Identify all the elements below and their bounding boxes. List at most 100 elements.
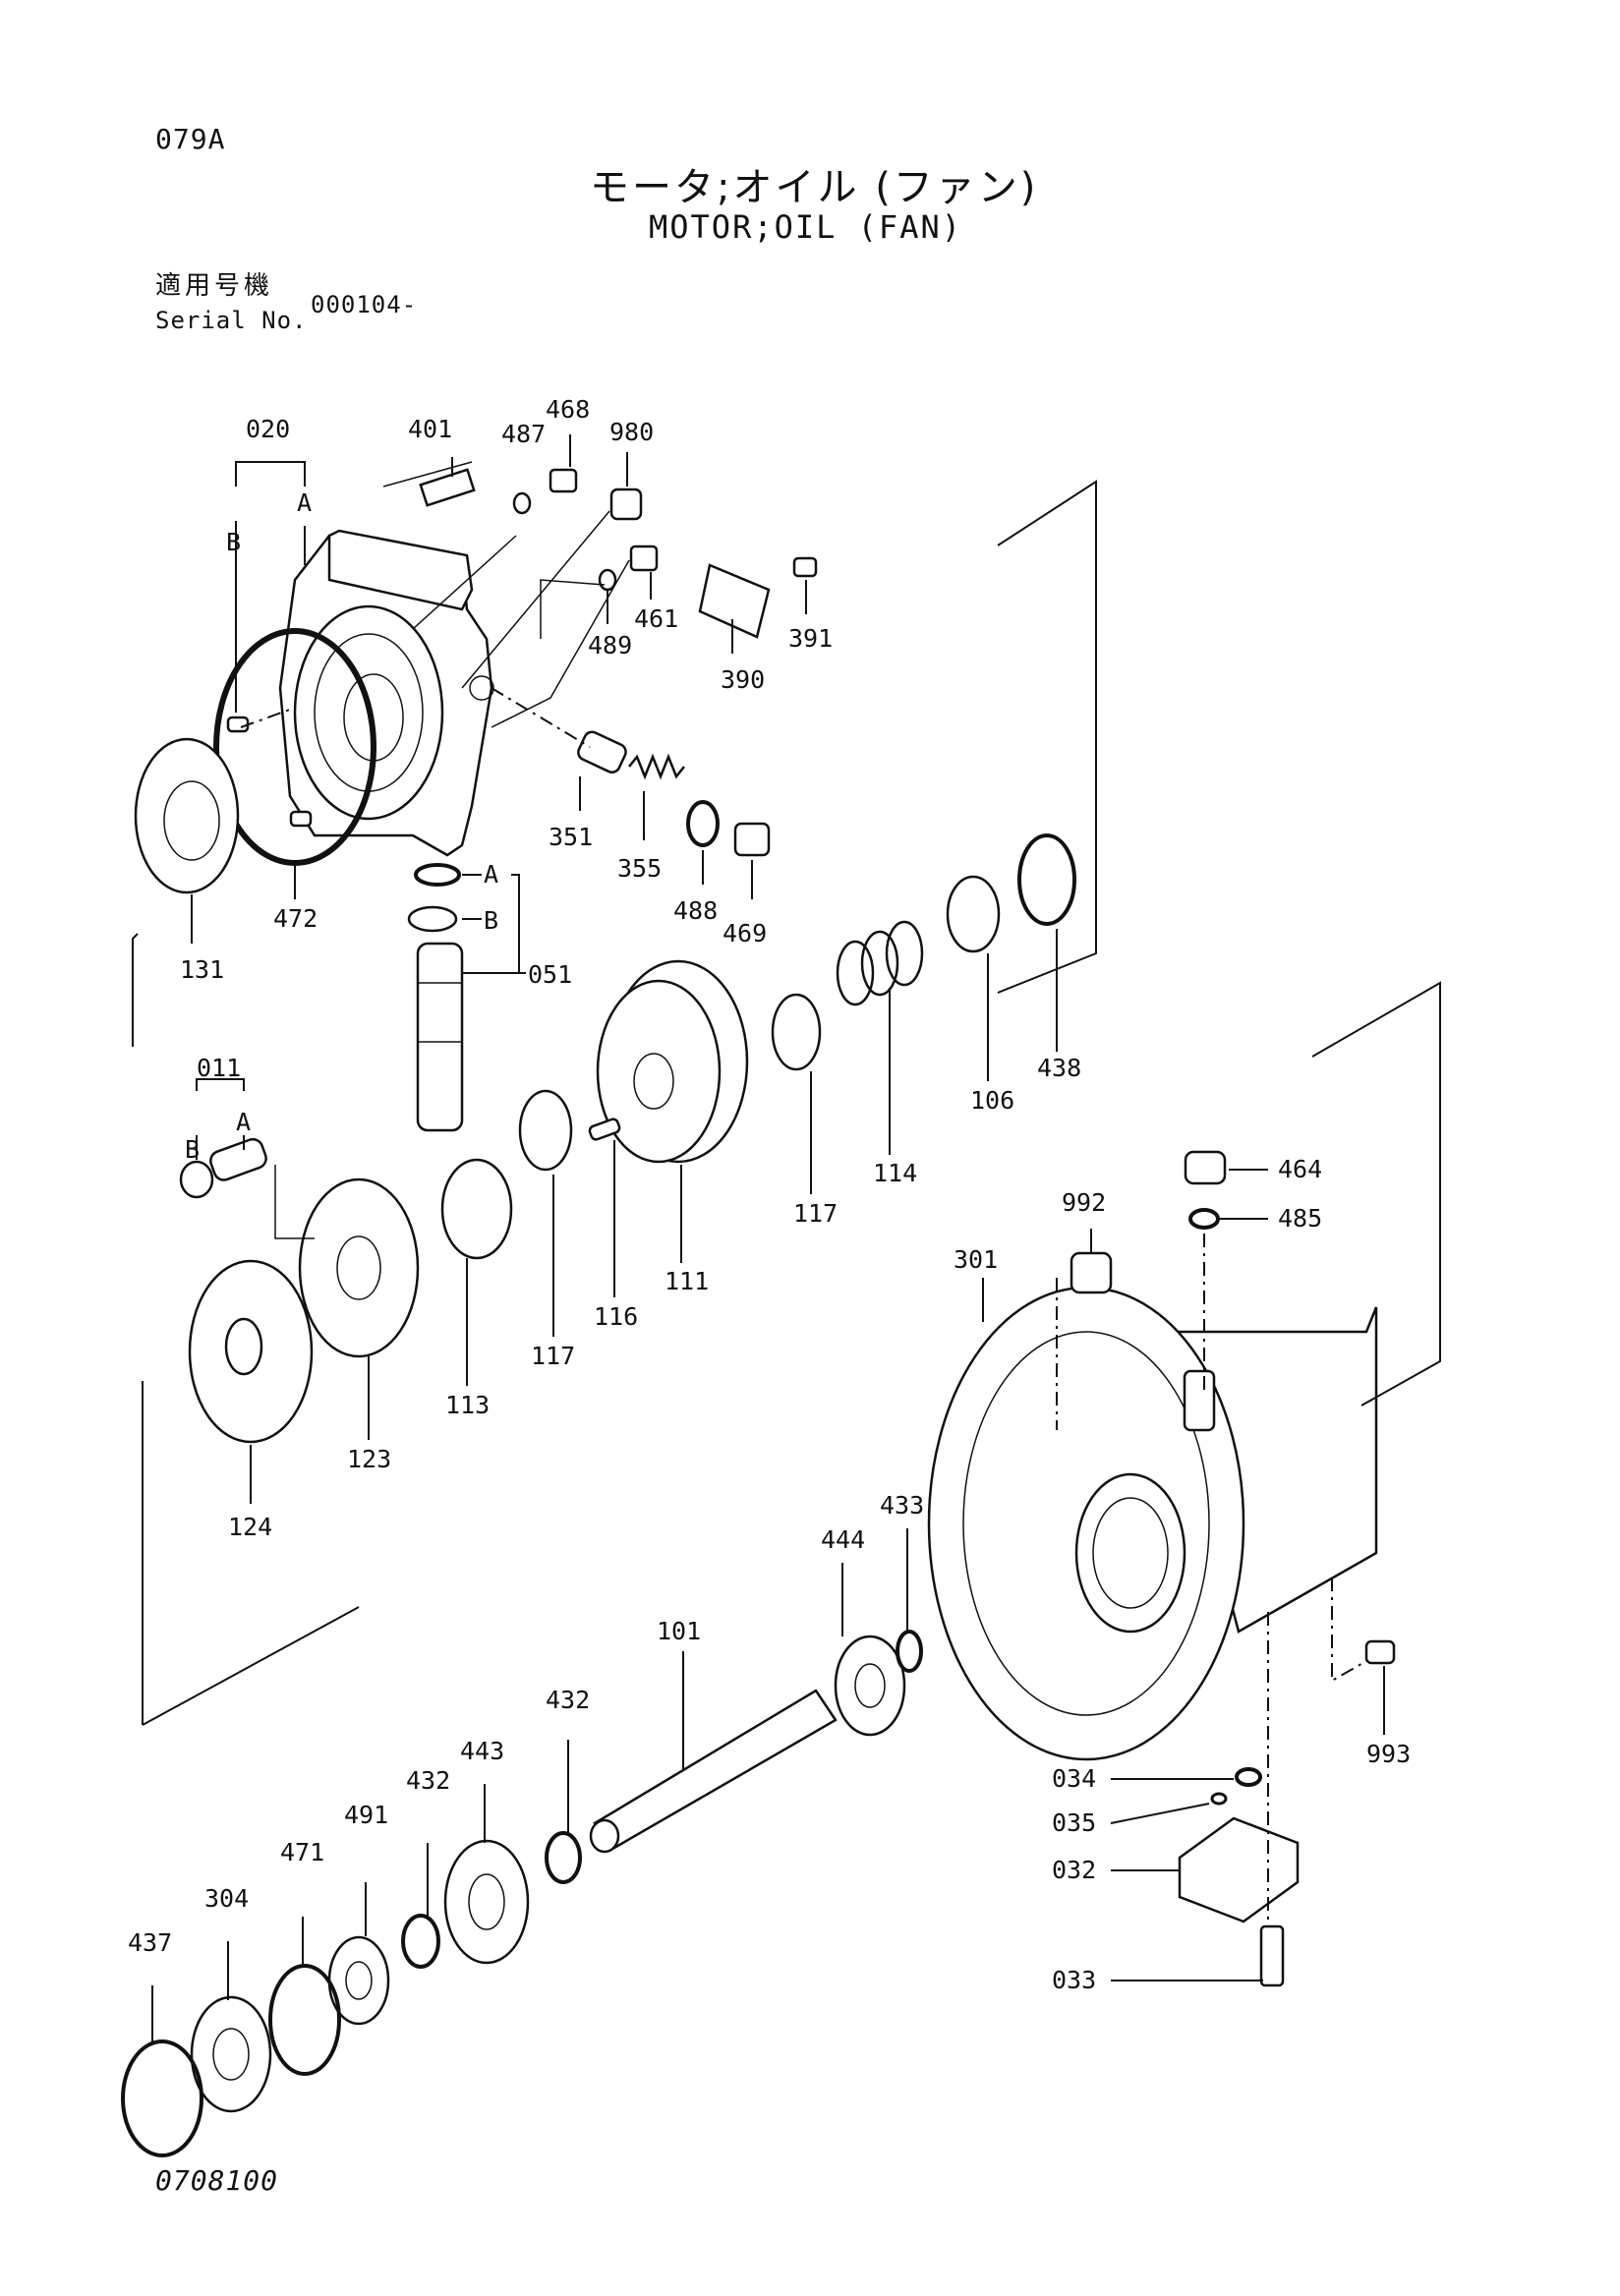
plug-993[interactable] [1364, 1639, 1396, 1665]
spline-113[interactable] [440, 1158, 513, 1260]
spool-351[interactable] [576, 729, 628, 775]
o-ring-034[interactable] [1235, 1767, 1262, 1787]
plug-468[interactable] [549, 468, 578, 493]
callout-993: 993 [1366, 1740, 1411, 1768]
shaft-101[interactable] [589, 1689, 838, 1854]
callout-401: 401 [408, 415, 452, 443]
drawing-code: 0708100 [155, 2164, 279, 2197]
bolt-033[interactable] [1259, 1924, 1285, 1987]
callout-980: 980 [609, 418, 654, 446]
plug-992[interactable] [1070, 1251, 1113, 1294]
bolt-401[interactable] [419, 468, 476, 507]
callout-A-051: A [484, 860, 498, 889]
callout-A-020: A [297, 488, 312, 517]
callout-113: 113 [445, 1391, 490, 1419]
page-code: 079A [155, 123, 226, 155]
callout-B-020: B [226, 528, 241, 556]
o-ring-489[interactable] [598, 568, 617, 592]
callout-468: 468 [546, 395, 590, 424]
callout-B-051: B [484, 906, 498, 935]
serial-label-english: Serial No. [155, 307, 308, 334]
plug-461[interactable] [629, 545, 659, 572]
callout-472: 472 [273, 904, 318, 933]
snap-ring-437[interactable] [121, 2039, 203, 2157]
bearing-444[interactable] [834, 1635, 906, 1737]
seal-491[interactable] [327, 1935, 390, 2026]
callout-B-011: B [185, 1135, 200, 1164]
o-ring-051A[interactable] [414, 863, 461, 887]
callout-432b: 432 [406, 1766, 450, 1795]
callout-051: 051 [528, 960, 572, 989]
o-ring-035[interactable] [1210, 1792, 1228, 1806]
plug-469[interactable] [733, 822, 771, 857]
plate-390[interactable] [698, 563, 771, 639]
shim-106[interactable] [946, 875, 1001, 953]
callout-020: 020 [246, 415, 290, 443]
snap-ring-433[interactable] [896, 1630, 923, 1673]
bearing-443[interactable] [443, 1839, 530, 1965]
motor-casing-301[interactable] [927, 1286, 1378, 1761]
shim-117b[interactable] [518, 1089, 573, 1172]
spring-plate-111[interactable] [596, 959, 749, 1164]
snap-ring-438[interactable] [1017, 833, 1076, 926]
title-japanese: モータ;オイル (ファン) [590, 165, 1039, 210]
callout-351: 351 [549, 823, 593, 851]
screw-391[interactable] [792, 556, 818, 578]
callout-485: 485 [1278, 1204, 1322, 1233]
snap-ring-432a[interactable] [545, 1831, 582, 1884]
valve-plate-131[interactable] [134, 737, 240, 894]
serial-label-japanese: 適用号機 [155, 271, 274, 301]
callout-131: 131 [180, 955, 224, 984]
callout-489: 489 [588, 631, 632, 660]
callout-443: 443 [460, 1737, 504, 1765]
piston-011[interactable] [179, 1136, 268, 1199]
callout-124: 124 [228, 1513, 272, 1541]
washer-051B[interactable] [407, 905, 458, 933]
pins-A-B[interactable] [226, 716, 313, 828]
spring-114[interactable] [836, 920, 924, 1006]
callout-469: 469 [723, 919, 767, 947]
callout-304: 304 [204, 1884, 249, 1913]
callout-106: 106 [970, 1086, 1014, 1115]
o-ring-471[interactable] [268, 1964, 341, 2076]
o-ring-485[interactable] [1188, 1208, 1220, 1230]
o-ring-488[interactable] [686, 800, 720, 847]
callout-355: 355 [617, 854, 662, 883]
callout-992: 992 [1062, 1188, 1106, 1217]
o-ring-472[interactable] [213, 628, 376, 866]
o-ring-487[interactable] [512, 491, 532, 515]
callout-035: 035 [1052, 1808, 1096, 1837]
callout-438: 438 [1037, 1054, 1081, 1082]
callout-461: 461 [634, 604, 678, 633]
callout-301: 301 [954, 1245, 998, 1274]
snap-ring-432b[interactable] [401, 1914, 440, 1969]
block-032[interactable] [1178, 1816, 1300, 1923]
callout-432a: 432 [546, 1686, 590, 1714]
spring-355[interactable] [628, 753, 685, 780]
callout-471: 471 [280, 1838, 324, 1866]
pin-116[interactable] [588, 1118, 621, 1141]
swash-plate-124[interactable] [188, 1259, 314, 1444]
leader-lines [151, 434, 1385, 2044]
serial-number-value: 000104- [311, 291, 418, 318]
retainer-plate-123[interactable] [298, 1177, 420, 1358]
valve-housing-020[interactable] [278, 529, 494, 857]
callout-444: 444 [821, 1525, 865, 1554]
plug-464[interactable] [1184, 1150, 1227, 1185]
callout-487: 487 [501, 420, 546, 448]
cover-304[interactable] [190, 1995, 272, 2113]
callout-123: 123 [347, 1445, 391, 1473]
shaft-051[interactable] [416, 942, 464, 1132]
callout-114: 114 [873, 1159, 917, 1187]
callout-433: 433 [880, 1491, 924, 1520]
plug-980[interactable] [609, 488, 643, 521]
callout-034: 034 [1052, 1764, 1096, 1793]
alignment-lines [132, 461, 1441, 1926]
callout-101: 101 [657, 1617, 701, 1645]
title-english: MOTOR;OIL (FAN) [649, 208, 962, 246]
callout-labels: 020 A B 401 487 468 980 489 461 391 390 … [128, 395, 1411, 1994]
callout-390: 390 [721, 665, 765, 694]
shim-117a[interactable] [771, 993, 822, 1071]
callout-033: 033 [1052, 1966, 1096, 1994]
callout-032: 032 [1052, 1856, 1096, 1884]
